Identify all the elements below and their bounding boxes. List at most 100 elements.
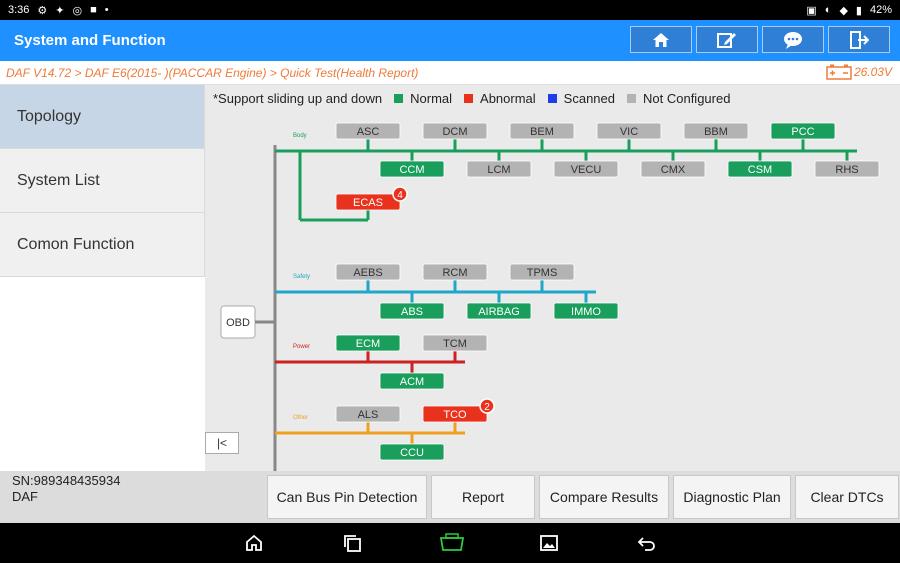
nav-recents-button[interactable] <box>341 532 363 554</box>
vci-connector-icon <box>439 533 465 551</box>
ecu-node-box <box>466 302 532 320</box>
ecu-node-ccu[interactable]: CCU <box>379 443 445 461</box>
topology-panel[interactable]: *Support sliding up and down Normal Abno… <box>205 85 900 471</box>
ecu-node-pcc[interactable]: PCC <box>770 122 836 140</box>
exit-button[interactable] <box>828 26 890 53</box>
breadcrumb-path: DAF V14.72 > DAF E6(2015- )(PACCAR Engin… <box>6 65 419 80</box>
image-icon <box>540 535 558 551</box>
nav-vci-button[interactable] <box>438 532 466 554</box>
sync-icon: ◎ <box>72 4 83 17</box>
ecu-node-als[interactable]: ALS <box>335 405 401 423</box>
legend-abnormal: Abnormal <box>480 91 536 106</box>
status-bar: 3:36 ⚙ ✦ ◎ ■ • ▣ ◐ ◆ ▮ 42% <box>0 0 900 20</box>
collapse-left-icon: |< <box>216 436 228 450</box>
bus-label: Body <box>293 133 307 139</box>
ecu-node-csm[interactable]: CSM <box>727 160 793 178</box>
dtc-count-badge <box>392 186 408 202</box>
diagnostic-plan-button[interactable]: Diagnostic Plan <box>673 475 791 519</box>
ecu-node-label: ECAS <box>353 197 383 209</box>
sidebar-item-comon-function[interactable]: Comon Function <box>0 213 205 277</box>
ecu-node-box <box>770 122 836 140</box>
battery-level: 42% <box>869 4 892 16</box>
legend-not-configured-swatch <box>627 94 636 103</box>
ecu-node-tpms[interactable]: TPMS <box>509 263 575 281</box>
ecu-node-label: VECU <box>571 164 602 176</box>
obd-node[interactable]: OBD <box>220 305 256 339</box>
nav-home-button[interactable] <box>243 532 265 554</box>
ecu-node-label: ECM <box>356 338 380 350</box>
breadcrumb: DAF V14.72 > DAF E6(2015- )(PACCAR Engin… <box>0 61 900 85</box>
ecu-node-label: RHS <box>835 164 858 176</box>
ecu-node-box <box>379 372 445 390</box>
ecu-node-ecm[interactable]: ECM <box>335 334 401 352</box>
serial-number: SN:989348435934 <box>12 473 121 488</box>
sidebar-item-system-list[interactable]: System List <box>0 149 205 213</box>
ecu-node-box <box>683 122 749 140</box>
battery-voltage-icon <box>826 64 852 80</box>
ecu-node-vecu[interactable]: VECU <box>553 160 619 178</box>
ecu-node-airbag[interactable]: AIRBAG <box>466 302 532 320</box>
ecu-node-ccm[interactable]: CCM <box>379 160 445 178</box>
ecu-node-box <box>335 193 401 211</box>
can-bus-pin-detection-button[interactable]: Can Bus Pin Detection <box>267 475 427 519</box>
ecu-node-label: ASC <box>357 126 380 138</box>
legend-scanned-swatch <box>547 94 557 103</box>
legend-not-configured: Not Configured <box>643 91 731 106</box>
ecu-node-label: AEBS <box>353 267 382 279</box>
nav-screenshot-button[interactable] <box>538 532 560 554</box>
ecu-node-label: ALS <box>358 409 379 421</box>
dot-icon: • <box>104 4 109 16</box>
app-bar: System and Function <box>0 20 900 61</box>
ecu-node-dcm[interactable]: DCM <box>422 122 488 140</box>
ecu-node-asc[interactable]: ASC <box>335 122 401 140</box>
home-button[interactable] <box>630 26 692 53</box>
ecu-node-label: ABS <box>401 306 423 318</box>
ecu-node-box <box>814 160 880 178</box>
ecu-node-box <box>335 122 401 140</box>
ecu-node-aebs[interactable]: AEBS <box>335 263 401 281</box>
ecu-node-box <box>379 443 445 461</box>
compare-results-button[interactable]: Compare Results <box>539 475 669 519</box>
ecu-node-tcm[interactable]: TCM <box>422 334 488 352</box>
legend-scanned: Scanned <box>563 91 615 106</box>
ecu-node-abs[interactable]: ABS <box>379 302 445 320</box>
wifi-icon: ◆ <box>839 4 848 17</box>
ecu-node-label: RCM <box>442 267 467 279</box>
home-icon <box>653 32 669 47</box>
clear-dtcs-button[interactable]: Clear DTCs <box>795 475 899 519</box>
ecu-node-rcm[interactable]: RCM <box>422 263 488 281</box>
ecu-node-label: IMMO <box>571 306 601 318</box>
bus-label: Safety <box>293 274 310 280</box>
ecu-node-immo[interactable]: IMMO <box>553 302 619 320</box>
ecu-node-lcm[interactable]: LCM <box>466 160 532 178</box>
ecu-node-bbm[interactable]: BBM <box>683 122 749 140</box>
legend-normal: Normal <box>410 91 453 106</box>
edit-button[interactable] <box>696 26 758 53</box>
nav-back-button[interactable] <box>636 532 658 554</box>
chat-button[interactable] <box>762 26 824 53</box>
ecu-node-label: ACM <box>400 376 424 388</box>
ecu-node-label: CSM <box>748 164 772 176</box>
ecu-node-acm[interactable]: ACM <box>379 372 445 390</box>
ecu-node-cmx[interactable]: CMX <box>640 160 706 178</box>
ecu-node-rhs[interactable]: RHS <box>814 160 880 178</box>
ecu-node-vic[interactable]: VIC <box>596 122 662 140</box>
bus-label: Power <box>293 344 310 350</box>
bus-label: Other <box>293 415 308 421</box>
ecu-node-box <box>422 263 488 281</box>
sidebar-item-topology[interactable]: Topology <box>0 85 205 149</box>
collapse-sidebar-button[interactable]: |< <box>205 432 239 454</box>
settings-gear-icon: ⚙ <box>37 4 48 17</box>
ecu-node-label: DCM <box>442 126 467 138</box>
obd-label: OBD <box>226 317 250 329</box>
ecu-node-bem[interactable]: BEM <box>509 122 575 140</box>
ecu-node-label: CCM <box>399 164 424 176</box>
ecu-node-box <box>422 405 488 423</box>
ecu-node-box <box>379 160 445 178</box>
report-button[interactable]: Report <box>431 475 535 519</box>
dtc-count-badge-text: 2 <box>484 402 490 413</box>
action-bar: Can Bus Pin Detection Report Compare Res… <box>265 471 900 523</box>
ecu-node-label: TPMS <box>527 267 558 279</box>
